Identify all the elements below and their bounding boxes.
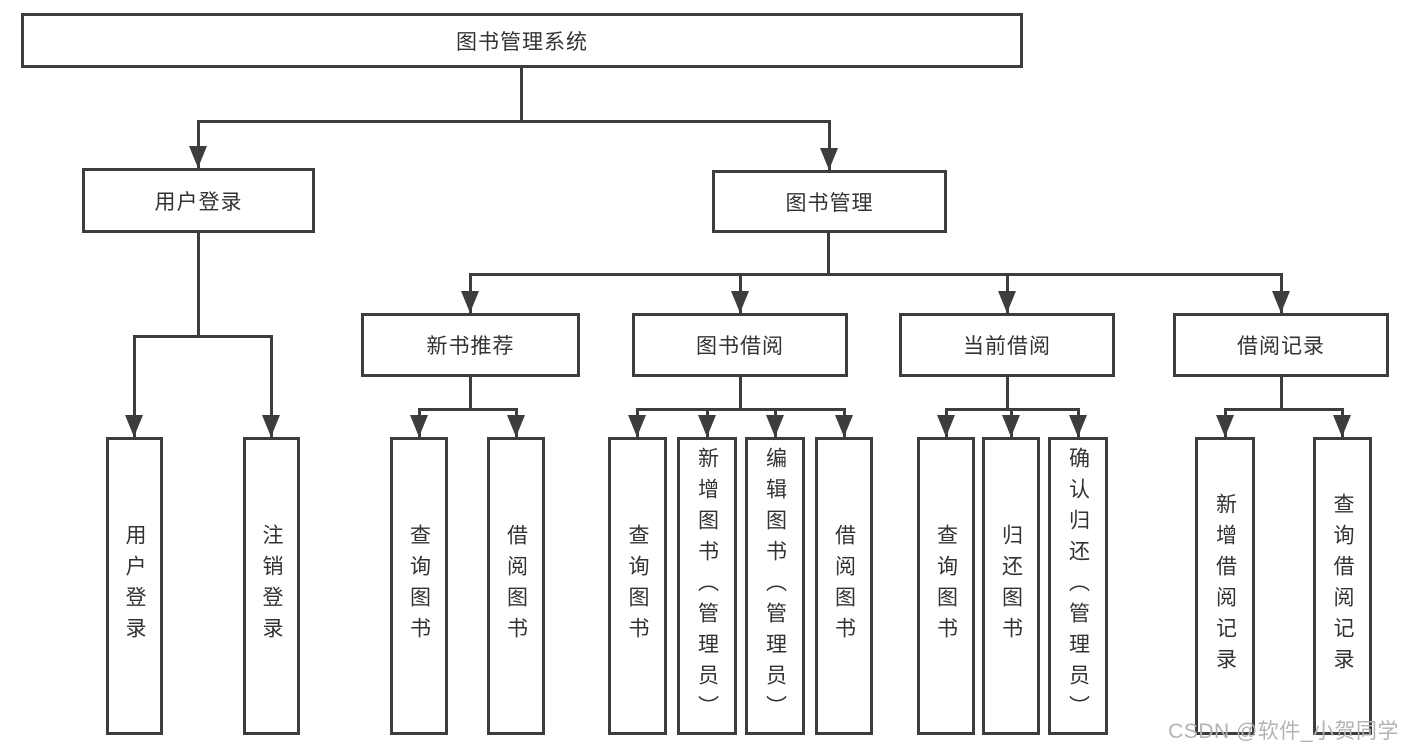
connector-new-book-stem [469, 377, 472, 408]
leaf-return-books-label: 归还图书 [999, 524, 1023, 648]
leaf-add-books-admin: 新增图书（管理员） [677, 437, 737, 735]
node-current-borrow-label: 当前借阅 [963, 335, 1051, 358]
node-book-borrow: 图书借阅 [632, 313, 848, 377]
node-new-book-recommend-label: 新书推荐 [426, 335, 515, 358]
connector-to-leaf-logout [270, 335, 273, 437]
leaf-borrow-books-2-label: 借阅图书 [832, 524, 856, 648]
connector-current-borrow-stem [1006, 377, 1009, 408]
leaf-query-books-3-label: 查询图书 [934, 524, 958, 648]
connector-level3-rail [469, 273, 1283, 276]
connector-to-book-management [828, 120, 831, 170]
node-current-borrow: 当前借阅 [899, 313, 1115, 377]
arrowhead-down-icon [1272, 291, 1290, 313]
leaf-confirm-return-admin-label: 确认归还（管理员） [1066, 446, 1090, 726]
arrowhead-down-icon [1216, 415, 1234, 437]
leaf-add-borrow-record-label: 新增借阅记录 [1213, 493, 1237, 679]
connector-to-user-login [197, 120, 200, 168]
connector-borrow-records-rail [1224, 408, 1344, 411]
arrowhead-down-icon [410, 415, 428, 437]
leaf-query-books-1-label: 查询图书 [407, 524, 431, 648]
leaf-query-borrow-record: 查询借阅记录 [1313, 437, 1372, 735]
connector-borrow-records-stem [1280, 377, 1283, 408]
node-user-login: 用户登录 [82, 168, 315, 233]
leaf-edit-books-admin: 编辑图书（管理员） [745, 437, 805, 735]
node-book-borrow-label: 图书借阅 [696, 335, 784, 358]
leaf-borrow-books-1-label: 借阅图书 [504, 524, 528, 648]
connector-new-book-rail [418, 408, 517, 411]
node-user-login-label: 用户登录 [154, 190, 243, 214]
arrowhead-down-icon [698, 415, 716, 437]
leaf-add-borrow-record: 新增借阅记录 [1195, 437, 1255, 735]
leaf-edit-books-admin-label: 编辑图书（管理员） [763, 446, 787, 726]
node-book-management: 图书管理 [712, 170, 947, 233]
node-root-library-system: 图书管理系统 [21, 13, 1023, 68]
connector-to-leaf-user-login [133, 335, 136, 437]
connector-user-login-stem [197, 233, 200, 335]
arrowhead-down-icon [766, 415, 784, 437]
arrowhead-down-icon [835, 415, 853, 437]
arrowhead-down-icon [1333, 415, 1351, 437]
leaf-query-borrow-record-label: 查询借阅记录 [1331, 493, 1354, 679]
arrowhead-down-icon [507, 415, 525, 437]
arrowhead-down-icon [189, 146, 207, 168]
arrowhead-down-icon [628, 415, 646, 437]
arrowhead-down-icon [1002, 415, 1020, 437]
arrowhead-down-icon [937, 415, 955, 437]
leaf-query-books-2: 查询图书 [608, 437, 667, 735]
leaf-borrow-books-1: 借阅图书 [487, 437, 545, 735]
arrowhead-down-icon [1069, 415, 1087, 437]
csdn-watermark: CSDN @软件_小贺同学 [1168, 720, 1399, 743]
connector-level2-rail [197, 120, 830, 123]
node-root-label: 图书管理系统 [456, 30, 588, 54]
leaf-borrow-books-2: 借阅图书 [815, 437, 873, 735]
arrowhead-down-icon [125, 415, 143, 437]
leaf-add-books-admin-label: 新增图书（管理员） [695, 446, 719, 726]
node-new-book-recommend: 新书推荐 [361, 313, 580, 377]
arrowhead-down-icon [820, 148, 838, 170]
node-borrow-records: 借阅记录 [1173, 313, 1389, 377]
leaf-logout-label: 注销登录 [260, 524, 283, 648]
leaf-confirm-return-admin: 确认归还（管理员） [1048, 437, 1108, 735]
arrowhead-down-icon [461, 291, 479, 313]
connector-user-login-rail [133, 335, 273, 338]
arrowhead-down-icon [998, 291, 1016, 313]
connector-book-borrow-stem [739, 377, 742, 408]
leaf-logout: 注销登录 [243, 437, 300, 735]
connector-root-stem [520, 68, 523, 120]
leaf-query-books-1: 查询图书 [390, 437, 448, 735]
leaf-user-login-label: 用户登录 [123, 524, 146, 648]
arrowhead-down-icon [731, 291, 749, 313]
leaf-return-books: 归还图书 [982, 437, 1040, 735]
node-book-management-label: 图书管理 [785, 191, 874, 215]
connector-book-borrow-rail [636, 408, 845, 411]
leaf-query-books-2-label: 查询图书 [626, 524, 649, 648]
leaf-query-books-3: 查询图书 [917, 437, 975, 735]
connector-book-mgmt-stem [827, 233, 830, 273]
node-borrow-records-label: 借阅记录 [1237, 335, 1325, 358]
arrowhead-down-icon [262, 415, 280, 437]
leaf-user-login: 用户登录 [106, 437, 163, 735]
